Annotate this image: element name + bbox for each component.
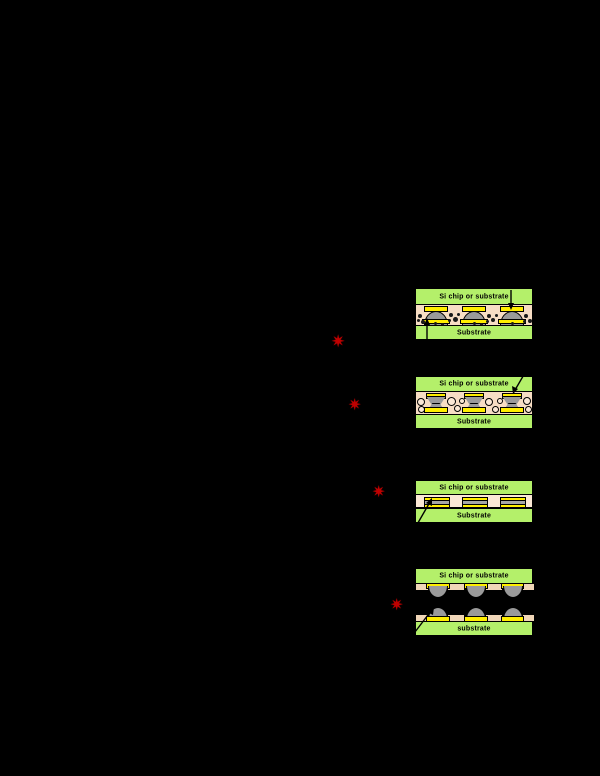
figure-1-substrate-band: Substrate [415, 325, 533, 340]
figure-1: Si chip or substrate [415, 288, 533, 343]
figure-3-substrate-label: Substrate [456, 512, 492, 519]
filler-particle [417, 319, 420, 322]
marker-3: ✷ [372, 484, 386, 501]
void-bubble [492, 406, 499, 413]
void-bubble [459, 398, 465, 404]
figure-1-chip-label: Si chip or substrate [439, 293, 509, 300]
figure-2: Si chip or substrate [415, 365, 533, 431]
filler-particle [473, 322, 476, 325]
void-bubble [497, 398, 503, 404]
figure-4: Si chip or substrate [414, 568, 535, 638]
figure-1-substrate-label: Substrate [456, 329, 492, 336]
solder-ball-lower-half [428, 586, 448, 598]
pad [500, 497, 526, 501]
filler-particle [487, 314, 491, 318]
figure-1-underfill-layer [415, 304, 533, 326]
filler-particle [448, 319, 451, 322]
figure-4-chip-bump-row [415, 583, 535, 598]
filler-particle [523, 320, 526, 323]
figure-3-chip-label: Si chip or substrate [439, 484, 509, 491]
void-bubble [417, 398, 425, 406]
figure-2-substrate-label: Substrate [456, 418, 492, 425]
marker-1: ✷ [331, 332, 346, 351]
filler-particle [511, 322, 514, 325]
pad [462, 497, 488, 501]
pad [462, 504, 488, 507]
solder-ball-lower-half [466, 586, 486, 598]
void-bubble [447, 397, 456, 406]
pad [424, 407, 448, 413]
figure-4-chip-band: Si chip or substrate [415, 568, 533, 584]
figure-2-chip-label: Si chip or substrate [439, 380, 509, 388]
filler-particle [495, 314, 498, 317]
solder-ball-lower-half [503, 586, 523, 598]
filler-particle [524, 314, 528, 318]
filler-particle [457, 313, 460, 316]
figure-4-substrate-band: substrate [415, 621, 533, 636]
figure-3-underfill-layer [415, 494, 533, 508]
figure-1-chip-band: Si chip or substrate [415, 288, 533, 305]
filler-particle [441, 323, 444, 325]
void-bubble [523, 397, 531, 405]
filler-particle [491, 318, 495, 322]
figure-2-underfill-layer [415, 391, 533, 415]
figure-2-chip-band: Si chip or substrate [415, 376, 533, 392]
filler-particle [434, 322, 437, 325]
figure-3-substrate-band: Substrate [415, 508, 533, 523]
filler-particle [418, 314, 422, 318]
filler-particle [480, 323, 483, 325]
filler-particle [449, 313, 453, 317]
filler-particle [421, 320, 425, 324]
void-bubble [525, 406, 532, 413]
filler-particle [486, 320, 489, 323]
void-bubble [454, 405, 461, 412]
marker-2: ✷ [348, 397, 362, 414]
pad [424, 497, 450, 501]
figure-2-substrate-band: Substrate [415, 414, 533, 429]
figure-3: Si chip or substrate Substrate [414, 480, 533, 529]
marker-4: ✷ [390, 597, 404, 614]
pad [462, 407, 486, 413]
filler-particle [528, 319, 532, 323]
pad [500, 407, 524, 413]
figure-4-chip-label: Si chip or substrate [439, 572, 509, 580]
filler-particle [453, 317, 458, 322]
figure-4-substrate-bump-row [415, 607, 535, 622]
figure-4-substrate-label: substrate [457, 625, 491, 632]
void-bubble [418, 406, 425, 413]
figure-3-chip-band: Si chip or substrate [415, 480, 533, 495]
pad [500, 504, 526, 507]
void-bubble [485, 398, 493, 406]
